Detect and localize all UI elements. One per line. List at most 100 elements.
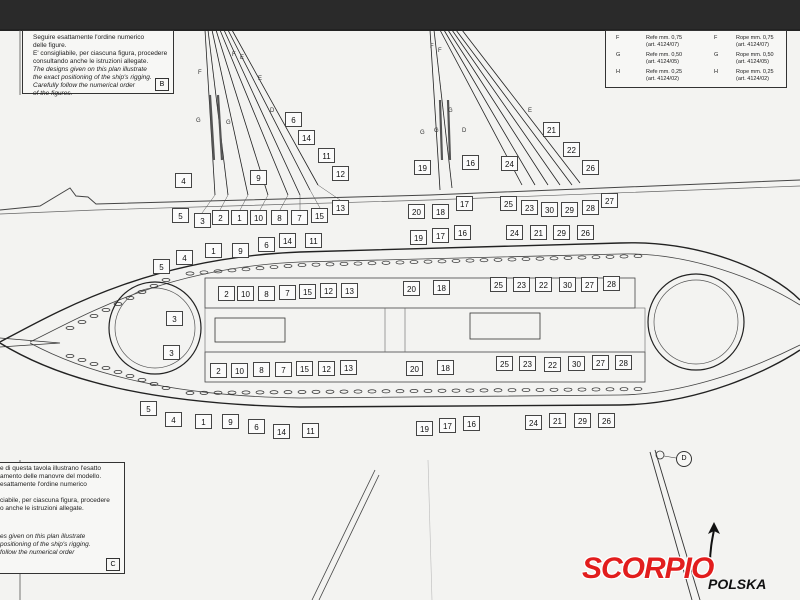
figure-number-box: 1: [231, 210, 248, 225]
rigging-line: [451, 29, 561, 186]
belaying-pin: [213, 269, 223, 274]
belaying-pin: [213, 390, 223, 395]
belaying-pin: [423, 388, 433, 393]
note-label-c: C: [106, 558, 120, 571]
belaying-pin: [255, 390, 265, 395]
belaying-pin: [507, 257, 517, 262]
figure-number-box: 19: [414, 160, 431, 175]
rigging-line: [223, 29, 301, 196]
note-line: esattamente l'ordine numerico: [0, 481, 87, 488]
figure-number-box: 13: [340, 360, 357, 375]
note-line: consultando anche le istruzioni allegate…: [33, 58, 149, 65]
figure-number-box: 14: [279, 233, 296, 248]
note-label-b: B: [155, 78, 169, 91]
belaying-pin: [269, 390, 279, 395]
note-line: amento delle manovre del modello.: [0, 473, 102, 480]
legend-key: F: [714, 35, 718, 41]
belaying-pin: [577, 387, 587, 392]
figure-number-box: 12: [332, 166, 349, 181]
belaying-pin: [199, 270, 209, 275]
instruction-it-bottom: e di questa tavola illustrano l'esatto a…: [0, 465, 110, 513]
figure-number-box: 5: [140, 401, 157, 416]
brand-name: SCORPIO: [582, 552, 714, 585]
belaying-pin: [465, 258, 475, 263]
legend-code: (art. 4124/07): [646, 42, 680, 48]
figure-number-box: 20: [403, 281, 420, 296]
belaying-pin: [507, 388, 517, 393]
figure-number-box: 25: [496, 356, 513, 371]
rigging-line: [443, 29, 536, 186]
figure-number-box: 20: [406, 361, 423, 376]
figure-number-box: 8: [253, 362, 270, 377]
figure-number-box: 17: [456, 196, 473, 211]
belaying-pin: [395, 389, 405, 394]
belaying-pin: [577, 255, 587, 260]
instruction-en-bottom: es given on this plan illustrate positio…: [0, 533, 91, 557]
figure-number-box: 9: [250, 170, 267, 185]
figure-number-box: 27: [581, 277, 598, 292]
figure-number-box: 13: [332, 200, 349, 215]
legend-key: G: [714, 52, 719, 58]
figure-number-box: 30: [568, 356, 585, 371]
figure-number-box: 2: [210, 363, 227, 378]
rigging-line: [446, 99, 452, 161]
figure-number-box: 14: [298, 130, 315, 145]
note-line: Seguire esattamente l'ordine numerico: [33, 34, 145, 41]
belaying-pin: [605, 254, 615, 259]
figure-number-box: 19: [410, 230, 427, 245]
figure-number-box: 21: [530, 225, 547, 240]
brand-suffix: POLSKA: [708, 576, 767, 592]
belaying-pin: [149, 382, 159, 386]
belaying-pin: [437, 259, 447, 264]
figure-number-box: 26: [577, 225, 594, 240]
belaying-pin: [563, 255, 573, 260]
figure-number-box: 17: [439, 418, 456, 433]
legend-text: Rope mm. 0,50: [736, 52, 774, 58]
rigging-line: [259, 194, 269, 211]
legend-code: (art. 4124/07): [736, 42, 770, 48]
figure-number-box: 13: [341, 283, 358, 298]
figure-number-box: 24: [525, 415, 542, 430]
figure-number-box: 12: [320, 283, 337, 298]
rigging-line: [279, 194, 289, 211]
note-line: e di questa tavola illustrano l'esatto: [0, 465, 101, 472]
figure-number-box: 16: [462, 155, 479, 170]
belaying-pin: [283, 390, 293, 395]
belaying-pin: [395, 260, 405, 265]
belaying-pin: [339, 261, 349, 266]
note-line: E' consigliabile, per ciascuna figura, p…: [33, 50, 168, 57]
belaying-pin: [465, 388, 475, 393]
figure-number-box: 7: [275, 362, 292, 377]
note-line: delle figure.: [33, 42, 67, 49]
belaying-pin: [125, 296, 135, 300]
belaying-pin: [65, 354, 75, 358]
figure-number-box: 22: [544, 357, 561, 372]
note-line: ciabile, per ciascuna figura, procedere: [0, 497, 110, 504]
rope-letter: E: [258, 76, 263, 82]
figure-number-box: 4: [176, 250, 193, 265]
figure-number-box: 7: [279, 285, 296, 300]
rope-letter: F: [232, 52, 236, 58]
belaying-pin: [65, 326, 75, 330]
rigging-line: [219, 29, 289, 196]
note-line: The designs given on this plan illustrat…: [33, 66, 147, 73]
rigging-line: [215, 29, 269, 196]
figure-number-box: 30: [541, 202, 558, 217]
figure-number-box: 16: [454, 225, 471, 240]
belaying-pin: [255, 266, 265, 271]
belaying-pin: [185, 391, 195, 395]
belaying-pin: [479, 388, 489, 393]
figure-number-box: 9: [232, 243, 249, 258]
belaying-pin: [549, 387, 559, 392]
note-line: the exact positioning of the ship's rigg…: [33, 74, 152, 81]
belaying-pin: [227, 268, 237, 273]
rigging-line: [455, 29, 573, 186]
figure-number-box: 24: [506, 225, 523, 240]
belaying-pin: [535, 256, 545, 261]
belaying-pin: [137, 290, 147, 294]
belaying-pins: [65, 254, 643, 395]
figure-number-box: 28: [582, 200, 599, 215]
belaying-pin: [409, 389, 419, 393]
figure-number-box: 18: [437, 360, 454, 375]
figure-number-box: 2: [218, 286, 235, 301]
